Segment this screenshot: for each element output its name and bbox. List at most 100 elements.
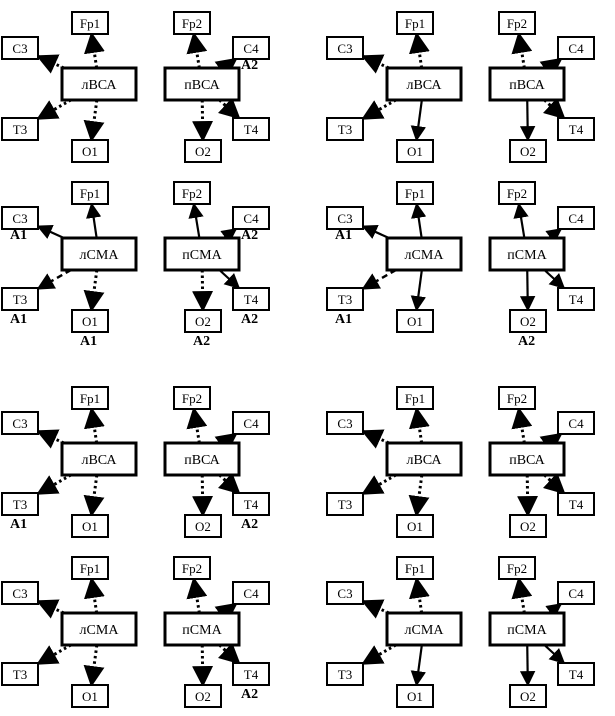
electrode-label-t3: Т3 xyxy=(13,497,27,512)
annotation-a1-c3: А1 xyxy=(10,228,27,243)
edge-p2-cma-pcma-fp2 xyxy=(513,202,529,239)
edge-p2-bca-pbca-o2 xyxy=(519,99,536,142)
edge-p1-cma-pcma-fp2 xyxy=(188,202,204,239)
edge-p2-cma-lcma-t3 xyxy=(361,268,397,290)
hub-box-lbca xyxy=(60,441,138,477)
electrode-label-o2: О2 xyxy=(195,689,211,704)
edge-p3-cma-lcma-t3 xyxy=(36,643,72,666)
hub-box-pbca xyxy=(488,441,566,477)
electrode-box-t3 xyxy=(1,492,39,516)
edge-p1-bca-lbca-t3 xyxy=(36,98,72,121)
edge-p2-cma-lcma-c3 xyxy=(361,224,390,240)
edge-p4-bca-pbca-t4 xyxy=(542,472,566,495)
hub-box-pbca xyxy=(163,66,241,102)
edge-p2-bca-pbca-c4 xyxy=(539,57,563,79)
electrode-label-t3: Т3 xyxy=(13,292,27,307)
annotation-a1-t3: А1 xyxy=(10,517,27,532)
hub-label-pcma: пСМА xyxy=(507,248,547,263)
electrode-box-t3 xyxy=(1,662,39,686)
hub-box-pcma xyxy=(163,236,241,272)
electrode-label-c4: С4 xyxy=(568,41,584,56)
electrode-box-t3 xyxy=(326,492,364,516)
electrode-label-fp1: Fp1 xyxy=(80,561,100,576)
electrode-label-c4: С4 xyxy=(243,211,259,226)
electrode-box-fp1 xyxy=(71,556,109,580)
electrode-box-t4 xyxy=(232,492,270,516)
edge-p4-bca-lbca-o1 xyxy=(408,474,430,518)
electrode-label-o1: О1 xyxy=(407,144,423,159)
edge-p1-cma-lcma-c3 xyxy=(36,224,65,240)
electrode-box-t4 xyxy=(232,117,270,141)
electrode-box-o1 xyxy=(396,139,434,163)
edge-p2-bca-lbca-fp1 xyxy=(408,31,430,69)
electrode-label-t4: Т4 xyxy=(569,122,584,137)
edge-p3-bca-pbca-o2 xyxy=(192,474,214,518)
electrode-label-t4: Т4 xyxy=(569,497,584,512)
hub-label-lcma: лСМА xyxy=(80,623,120,638)
electrode-label-t4: Т4 xyxy=(244,497,259,512)
edge-p3-cma-pcma-fp2 xyxy=(186,576,208,614)
electrode-label-c3: С3 xyxy=(12,211,27,226)
edge-p4-bca-pbca-o2 xyxy=(517,474,539,518)
electrode-label-t3: Т3 xyxy=(13,667,27,682)
electrode-label-o1: О1 xyxy=(82,689,98,704)
edge-p4-bca-pbca-c4 xyxy=(539,432,563,454)
hub-box-pbca xyxy=(488,66,566,102)
hub-label-lbca: лВСА xyxy=(406,78,442,93)
edge-p3-bca-pbca-t4 xyxy=(217,472,241,495)
annotation-a2-t4: А2 xyxy=(241,687,258,702)
edge-p1-bca-lbca-fp1 xyxy=(83,31,105,69)
electrode-box-fp2 xyxy=(498,556,536,580)
electrode-label-fp2: Fp2 xyxy=(507,561,527,576)
electrode-box-o1 xyxy=(71,139,109,163)
electrode-label-fp2: Fp2 xyxy=(182,561,202,576)
electrode-box-o2 xyxy=(509,139,547,163)
hub-label-lcma: лСМА xyxy=(80,248,120,263)
edge-p2-bca-lbca-o1 xyxy=(410,99,426,142)
hub-label-pbca: пВСА xyxy=(184,453,220,468)
electrode-label-o2: О2 xyxy=(195,144,211,159)
hub-box-lcma xyxy=(385,236,463,272)
electrode-box-fp2 xyxy=(173,11,211,35)
electrode-label-c3: С3 xyxy=(337,211,352,226)
edge-p4-bca-lbca-c3 xyxy=(361,429,390,449)
electrode-label-fp2: Fp2 xyxy=(182,186,202,201)
edge-p4-bca-lbca-fp1 xyxy=(408,406,430,444)
electrode-label-fp1: Fp1 xyxy=(80,391,100,406)
electrode-label-fp2: Fp2 xyxy=(182,391,202,406)
electrode-label-fp1: Fp1 xyxy=(405,186,425,201)
electrode-box-t4 xyxy=(232,662,270,686)
electrode-box-fp1 xyxy=(71,386,109,410)
edge-p1-bca-lbca-c3 xyxy=(36,54,65,74)
electrode-box-fp1 xyxy=(396,11,434,35)
electrode-label-o1: О1 xyxy=(407,519,423,534)
electrode-box-c4 xyxy=(557,206,595,230)
electrode-box-fp2 xyxy=(173,556,211,580)
edge-p2-bca-lbca-t3 xyxy=(361,98,397,121)
edge-p3-bca-pbca-fp2 xyxy=(186,406,208,444)
electrode-box-fp1 xyxy=(396,556,434,580)
edge-p4-cma-lcma-fp1 xyxy=(408,576,430,614)
electrode-label-o2: О2 xyxy=(520,689,536,704)
electrode-box-c3 xyxy=(326,36,364,60)
edge-p1-bca-pbca-fp2 xyxy=(186,31,208,69)
hub-box-pbca xyxy=(163,441,241,477)
electrode-label-o2: О2 xyxy=(195,519,211,534)
electrode-box-fp1 xyxy=(396,386,434,410)
edge-p2-cma-lcma-fp1 xyxy=(411,202,427,239)
edge-p4-cma-lcma-t3 xyxy=(361,643,397,666)
edge-p1-bca-pbca-c4 xyxy=(214,57,238,79)
hub-box-pcma xyxy=(163,611,241,647)
electrode-box-c4 xyxy=(557,581,595,605)
electrode-label-o1: О1 xyxy=(82,519,98,534)
electrode-box-o2 xyxy=(509,309,547,333)
electrode-box-t3 xyxy=(1,287,39,311)
edge-p2-cma-pcma-t4 xyxy=(543,269,566,290)
hub-box-pcma xyxy=(488,611,566,647)
hub-label-pcma: пСМА xyxy=(507,623,547,638)
electrode-box-c3 xyxy=(1,411,39,435)
electrode-box-fp1 xyxy=(71,11,109,35)
electrode-label-o1: О1 xyxy=(407,689,423,704)
edge-p2-bca-lbca-c3 xyxy=(361,54,390,74)
edge-p3-cma-pcma-t4 xyxy=(217,642,241,665)
